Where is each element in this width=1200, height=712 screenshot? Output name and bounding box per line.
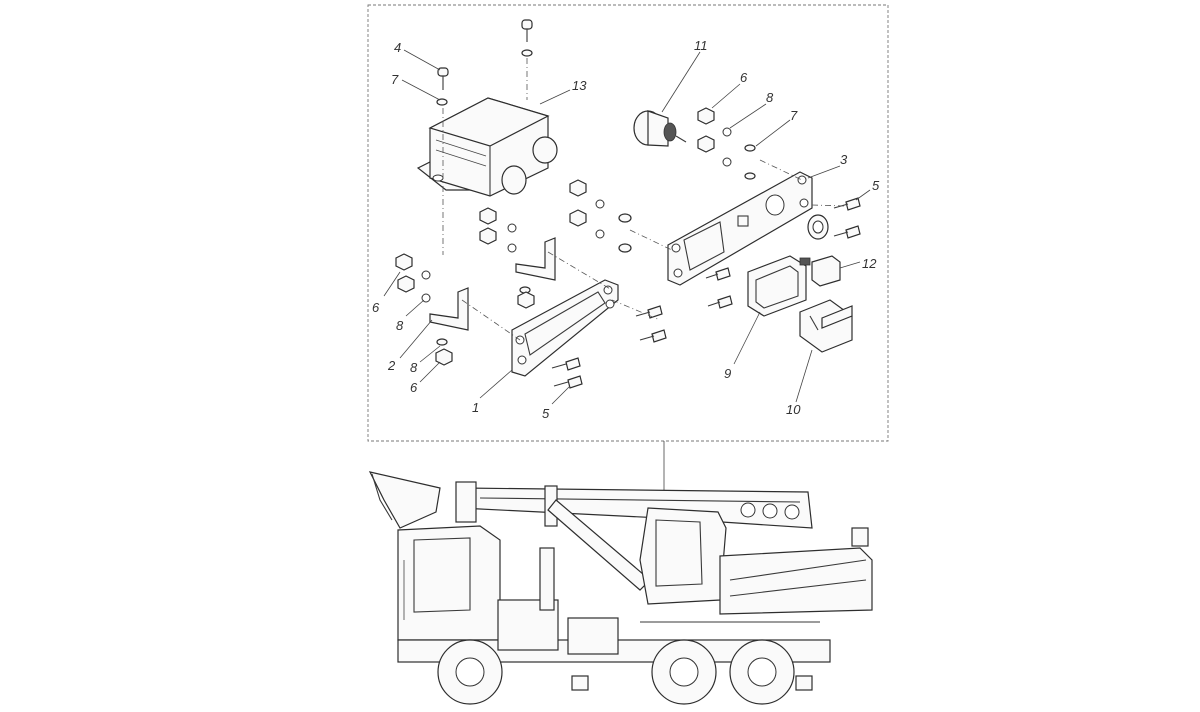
- assembly-lines: [461, 159, 847, 341]
- ring-nut: [807, 214, 829, 240]
- fastener-set-right: [697, 107, 756, 180]
- screw-part-4: [436, 67, 449, 106]
- callout-4: 4: [394, 40, 401, 55]
- callout-6: 6: [410, 380, 418, 395]
- callout-8: 8: [410, 360, 418, 375]
- crane-truck-illustration: [368, 471, 873, 705]
- detail-frame: [367, 4, 889, 442]
- callout-6: 6: [740, 70, 748, 85]
- callout-13: 13: [572, 78, 587, 93]
- mounting-plate-part-1: [511, 279, 619, 377]
- callout-labels: 4 7 13 11 6 8 7 3 5 12 6 8 2 8 6 1 5 9 1…: [372, 38, 880, 421]
- sensor-part-11: [633, 110, 687, 147]
- indicator-lamp-part-12: [799, 255, 841, 287]
- callout-7: 7: [391, 72, 399, 87]
- bracket-part-2-left: [429, 287, 469, 331]
- callout-10: 10: [786, 402, 801, 417]
- fastener-set-mid: [569, 179, 632, 253]
- fastener-set-left: [395, 253, 453, 366]
- callout-12: 12: [862, 256, 877, 271]
- switch-frame-part-9: [747, 255, 807, 317]
- callout-8: 8: [396, 318, 404, 333]
- callout-6: 6: [372, 300, 380, 315]
- leader-lines: [383, 49, 871, 405]
- callout-2: 2: [387, 358, 396, 373]
- callout-5: 5: [542, 406, 550, 421]
- callout-9: 9: [724, 366, 731, 381]
- rocker-switch-part-10: [799, 299, 853, 353]
- front-panel-part-3: [667, 171, 813, 286]
- bracket-part-2-right: [515, 237, 556, 281]
- screws-part-5: [551, 197, 861, 389]
- callout-3: 3: [840, 152, 848, 167]
- screw-part-top: [521, 19, 533, 57]
- callout-1: 1: [472, 400, 479, 415]
- fastener-set-center: [479, 207, 535, 309]
- callout-11: 11: [694, 38, 708, 53]
- callout-5: 5: [872, 178, 880, 193]
- callout-7: 7: [790, 108, 798, 123]
- callout-8: 8: [766, 90, 774, 105]
- control-box-part-13: [416, 97, 558, 197]
